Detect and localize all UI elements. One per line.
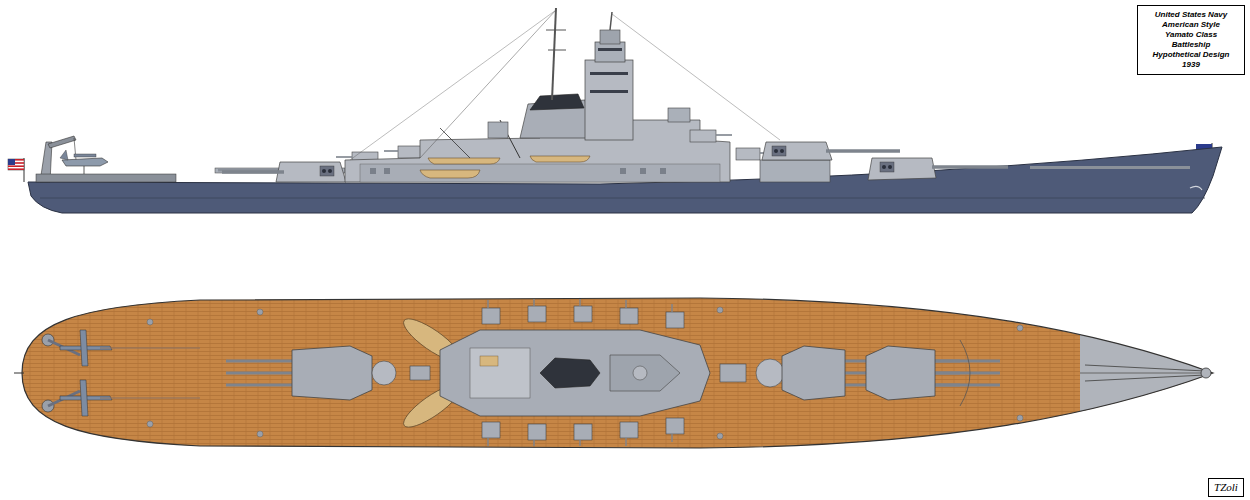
title-line: United States Navy [1142, 10, 1240, 20]
signature-box: TZoli [1208, 478, 1244, 497]
title-box: United States NavyAmerican StyleYamato C… [1137, 5, 1245, 75]
title-line: Hypothetical Design [1142, 50, 1240, 60]
side-view [8, 8, 1222, 213]
title-line: 1939 [1142, 60, 1240, 70]
title-line: Yamato Class [1142, 30, 1240, 40]
signature-text: TZoli [1212, 481, 1240, 494]
title-line: Battleship [1142, 40, 1240, 50]
title-line: American Style [1142, 20, 1240, 30]
top-view [0, 290, 1250, 460]
